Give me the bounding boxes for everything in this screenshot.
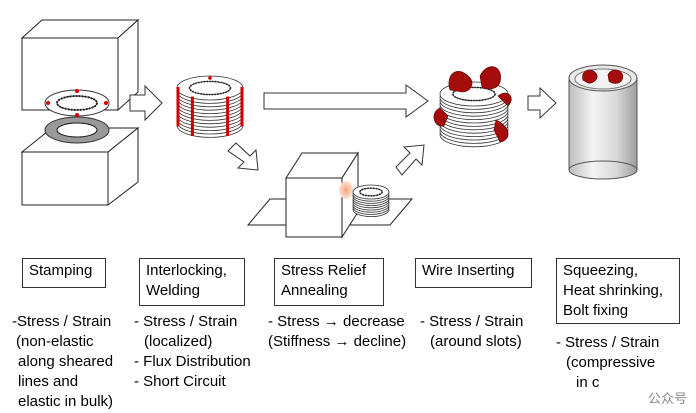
flow-arrow-down-icon [227, 142, 259, 171]
step-label: Stamping [29, 262, 93, 279]
step-description-wire-inserting: - Stress / Strain (around slots) [420, 312, 523, 352]
desc-line: -Stress / Strain [12, 313, 112, 330]
step-description-stamping: -Stress / Strain (non-elastic along shea… [12, 312, 113, 412]
step-description-annealing: - Stress → decrease (Stiffness → decline… [268, 312, 406, 352]
desc-line: - Stress / Strain [556, 334, 660, 351]
flow-arrow-up-icon [395, 144, 425, 176]
copper-coils [433, 66, 512, 143]
step-label: Stress Relief [281, 262, 367, 279]
step-label: Welding [146, 282, 200, 299]
desc-line: in c [576, 374, 600, 391]
desc-line: along sheared [18, 353, 114, 370]
desc-line: - Stress / Strain [134, 313, 238, 330]
wound-stack [439, 81, 509, 148]
step-description-interlocking: - Stress / Strain (localized) - Flux Dis… [134, 312, 251, 392]
watermark: 公众号 [644, 388, 690, 407]
step-box-squeezing: Squeezing, Heat shrinking, Bolt fixing [556, 258, 680, 324]
flow-arrow-right-icon [527, 86, 557, 120]
desc-line: - Stress → decrease [268, 313, 405, 330]
housing-cylinder [568, 64, 638, 180]
step-label: Wire Inserting [422, 262, 515, 279]
desc-line: - Short Circuit [134, 373, 226, 390]
step-box-stamping: Stamping [22, 258, 106, 288]
process-illustration [20, 18, 638, 239]
step-box-wire-inserting: Wire Inserting [415, 258, 532, 288]
lamination-stack [176, 75, 244, 138]
desc-line: lines and [18, 373, 79, 390]
desc-line: (around slots) [430, 333, 522, 350]
desc-line: elastic in bulk) [18, 393, 114, 410]
desc-line: (compressive [566, 354, 656, 371]
flow-arrow-long-icon [263, 84, 429, 118]
flow-arrow-right-icon [129, 84, 163, 122]
desc-line: (Stiffness → decline) [268, 333, 407, 350]
step-label: Heat shrinking, [563, 282, 664, 299]
step-box-annealing: Stress Relief Annealing [274, 258, 384, 306]
desc-line: (non-elastic [16, 333, 94, 350]
step-label: Bolt fixing [563, 302, 629, 319]
annealed-stack [352, 184, 390, 218]
stamping-press [20, 18, 140, 207]
step-description-squeezing: - Stress / Strain (compressive in c [556, 333, 659, 393]
desc-line: - Flux Distribution [134, 353, 251, 370]
desc-line: - Stress / Strain [420, 313, 524, 330]
desc-line: (localized) [144, 333, 213, 350]
step-label: Squeezing, [563, 262, 639, 279]
step-label: Interlocking, [146, 262, 227, 279]
step-label: Annealing [281, 282, 348, 299]
step-box-interlocking: Interlocking, Welding [139, 258, 245, 306]
